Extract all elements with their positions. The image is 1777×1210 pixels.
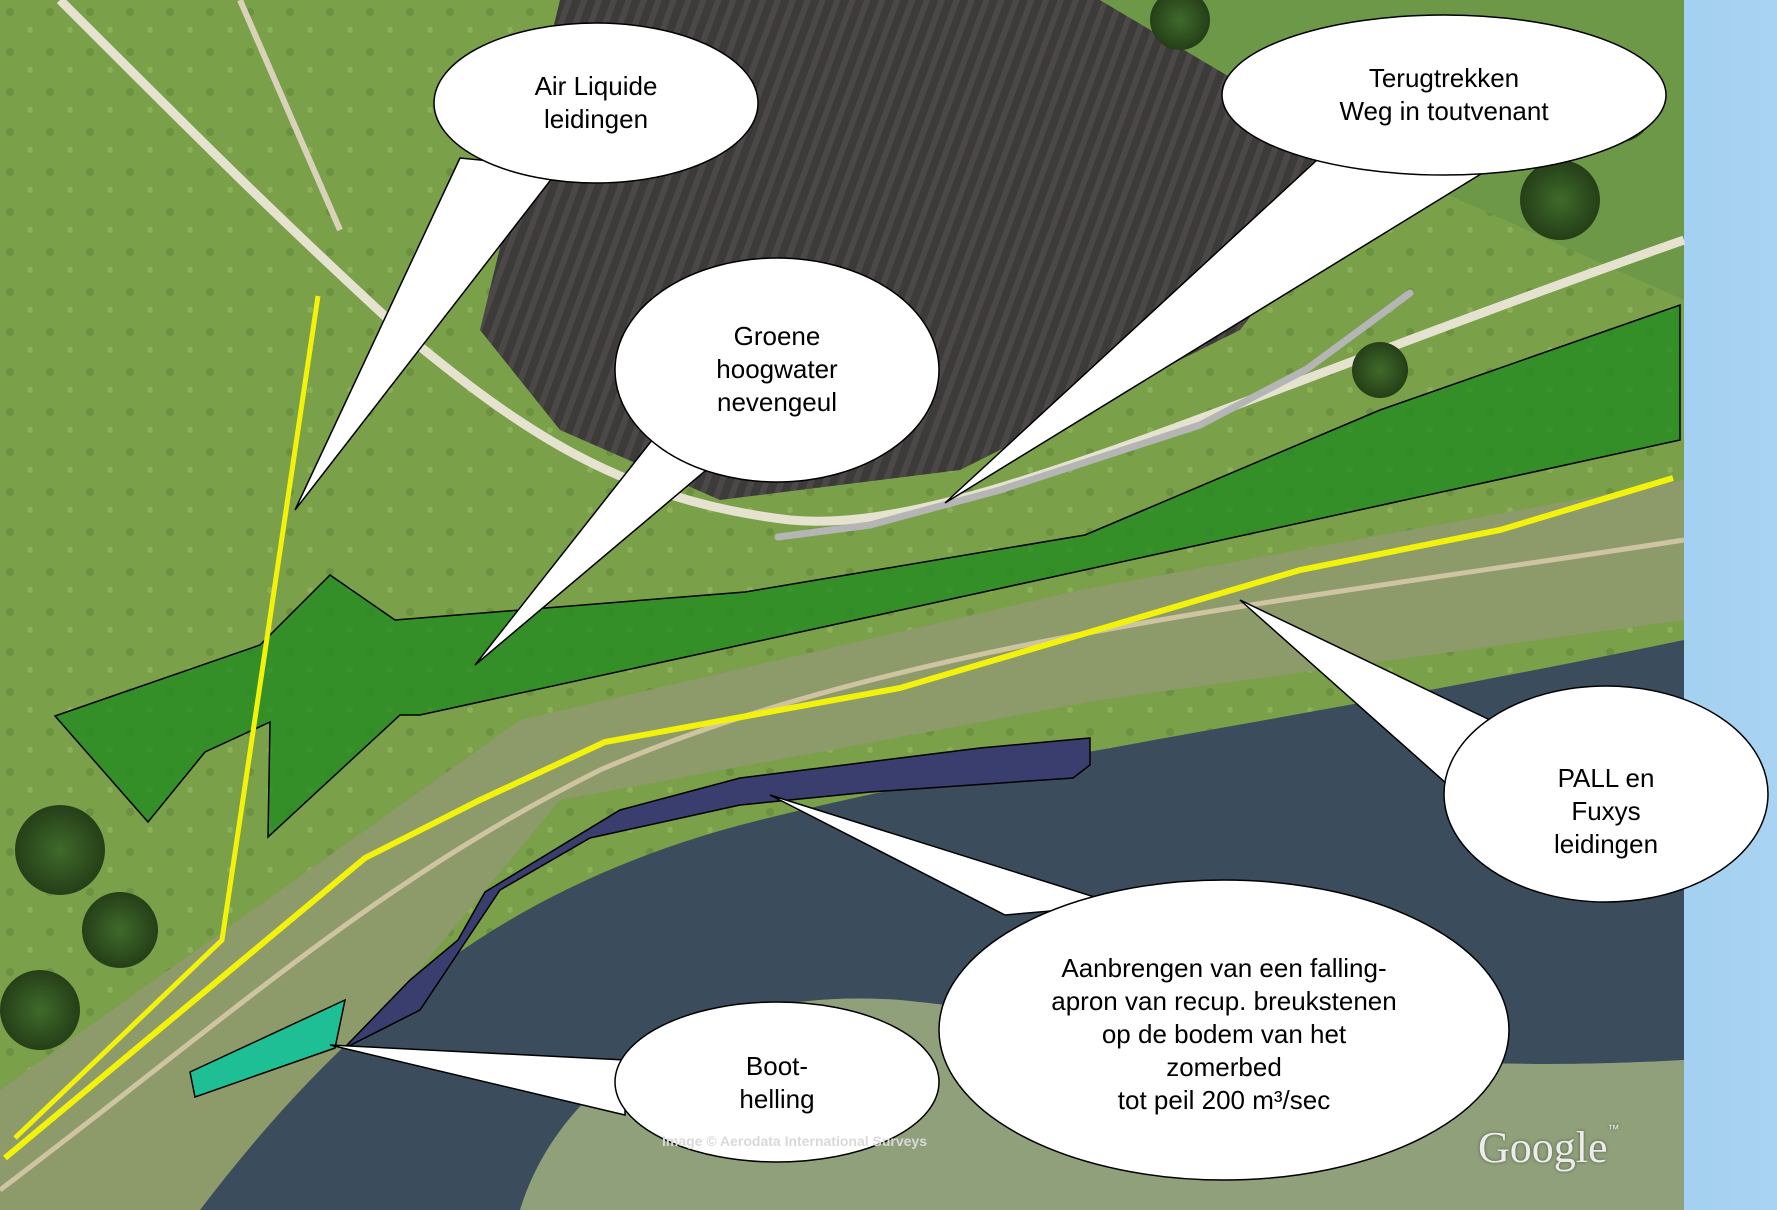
callout-bubble-boothelling xyxy=(614,1001,940,1163)
field-track xyxy=(237,0,343,232)
boat-ramp-area xyxy=(189,998,347,1098)
falling-apron-area xyxy=(344,737,1091,1049)
callout-label-air-liquide: Air Liquide leidingen xyxy=(534,71,658,134)
callout-bubble-air-liquide xyxy=(433,22,759,184)
air-liquide-pipeline xyxy=(13,295,321,1140)
tree-cluster xyxy=(1150,0,1210,50)
callout-label-pall-fuxys: PALL en Fuxys leidingen xyxy=(1553,763,1659,859)
callout-bubble-terugtrekken xyxy=(1221,14,1667,176)
retracted-road-line xyxy=(774,289,1414,541)
towpath xyxy=(0,537,1685,1192)
callout-label-falling-apron: Aanbrengen van een falling- apron van re… xyxy=(1051,953,1397,1115)
tree-cluster xyxy=(1352,342,1408,398)
callout-bubble-groene-nevengeul xyxy=(614,257,940,483)
callouts xyxy=(294,14,1769,1181)
callout-label-groene-nevengeul: Groene hoogwater nevengeul xyxy=(716,321,838,417)
tree-cluster xyxy=(1520,160,1600,240)
tree-cluster xyxy=(82,892,158,968)
pall-fuxys-pipeline xyxy=(3,475,1674,1161)
callout-label-terugtrekken: Terugtrekken Weg in toutvenant xyxy=(1339,63,1549,126)
callout-label-boothelling: Boot- helling xyxy=(739,1051,815,1114)
callout-bubble-pall-fuxys xyxy=(1443,685,1769,903)
floodplain-strip xyxy=(0,480,1684,1210)
trademark-mark: ™ xyxy=(1607,1122,1620,1136)
google-logo: Google™ xyxy=(1478,1122,1620,1173)
tree-cluster xyxy=(0,970,80,1050)
plan-overlays xyxy=(3,289,1681,1161)
imagery-credit: Image © Aerodata International Surveys xyxy=(662,1133,927,1149)
google-logo-text: Google xyxy=(1478,1123,1608,1172)
tree-cluster xyxy=(15,805,105,895)
green-high-water-channel xyxy=(53,303,1681,839)
callout-bubble-falling-apron xyxy=(938,879,1510,1181)
